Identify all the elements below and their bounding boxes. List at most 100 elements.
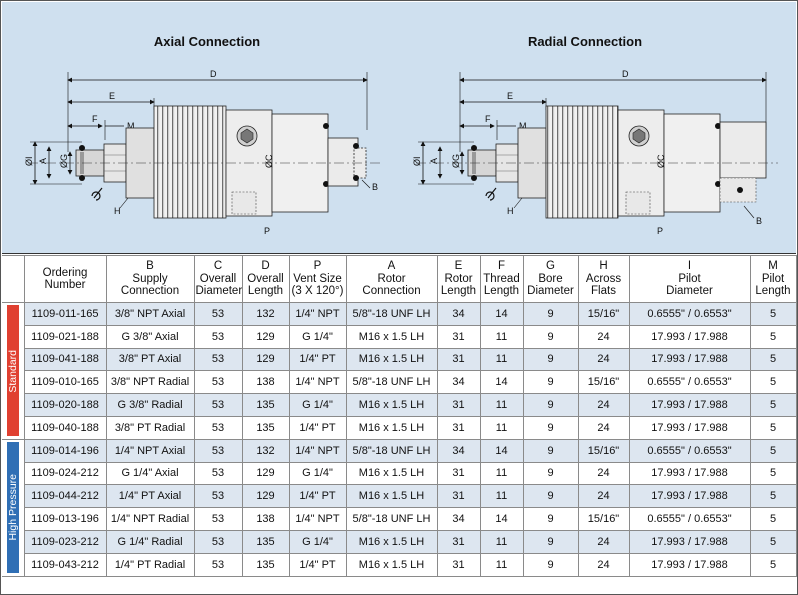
cell-supply-connection: 1/4" NPT Radial <box>105 507 195 531</box>
cell-across-flats: 24 <box>577 484 630 509</box>
cell-pilot-diameter: 0.6555" / 0.6553" <box>628 507 751 531</box>
cell-rotor-connection: M16 x 1.5 LH <box>345 552 438 577</box>
cell-ordering-number: 1109-013-196 <box>23 507 107 531</box>
cell-vent-size: G 1/4" <box>288 461 347 486</box>
cell-ordering-number: 1109-024-212 <box>23 461 107 486</box>
group-tab: Standard <box>6 305 19 437</box>
cell-thread-length: 11 <box>479 484 524 509</box>
cell-pilot-diameter: 17.993 / 17.988 <box>628 347 751 372</box>
cell-rotor-connection: 5/8"-18 UNF LH <box>345 507 438 531</box>
cell-pilot-length: 5 <box>749 415 797 440</box>
radial-dim-i-label: ØI <box>412 156 422 166</box>
cell-overall-length: 132 <box>241 438 290 463</box>
cell-overall-diameter: 53 <box>193 484 243 509</box>
cell-rotor-connection: M16 x 1.5 LH <box>345 461 438 486</box>
cell-rotor-length: 31 <box>436 552 481 577</box>
cell-overall-length: 135 <box>241 415 290 440</box>
cell-vent-size: 1/4" NPT <box>288 370 347 395</box>
cell-overall-diameter: 53 <box>193 324 243 349</box>
column-header-pilot-diameter: I Pilot Diameter <box>628 255 751 303</box>
radial-dim-a-label: A <box>429 158 439 164</box>
cell-supply-connection: G 3/8" Axial <box>105 324 195 349</box>
group-tab: High Pressure <box>6 442 19 574</box>
cell-rotor-length: 31 <box>436 461 481 486</box>
cell-thread-length: 11 <box>479 552 524 577</box>
cell-vent-size: G 1/4" <box>288 529 347 554</box>
cell-thread-length: 14 <box>479 507 524 531</box>
cell-ordering-number: 1109-021-188 <box>23 324 107 349</box>
cell-ordering-number: 1109-044-212 <box>23 484 107 509</box>
cell-pilot-diameter: 0.6555" / 0.6553" <box>628 438 751 463</box>
radial-dim-b-label: B <box>756 216 762 226</box>
column-header-thread-length: F Thread Length <box>479 255 524 303</box>
cell-across-flats: 15/16" <box>577 507 630 531</box>
cell-rotor-length: 31 <box>436 347 481 372</box>
cell-overall-length: 132 <box>241 302 290 326</box>
cell-supply-connection: G 3/8" Radial <box>105 393 195 417</box>
column-header-rotor-connection: A Rotor Connection <box>345 255 438 303</box>
cell-bore-diameter: 9 <box>522 552 579 577</box>
cell-pilot-length: 5 <box>749 552 797 577</box>
technical-drawing: Axial Connection Radial Connection D E F… <box>24 34 778 236</box>
cell-supply-connection: 1/4" NPT Axial <box>105 438 195 463</box>
cell-across-flats: 24 <box>577 552 630 577</box>
cell-rotor-connection: M16 x 1.5 LH <box>345 529 438 554</box>
radial-dim-f-label: F <box>485 114 491 124</box>
cell-pilot-length: 5 <box>749 461 797 486</box>
cell-vent-size: 1/4" PT <box>288 415 347 440</box>
cell-overall-diameter: 53 <box>193 461 243 486</box>
axial-dim-c-label: ØC <box>264 154 274 168</box>
cell-ordering-number: 1109-020-188 <box>23 393 107 417</box>
cell-rotor-length: 34 <box>436 507 481 531</box>
cell-thread-length: 11 <box>479 461 524 486</box>
cell-vent-size: 1/4" NPT <box>288 302 347 326</box>
cell-vent-size: 1/4" PT <box>288 347 347 372</box>
cell-rotor-length: 34 <box>436 438 481 463</box>
cell-bore-diameter: 9 <box>522 484 579 509</box>
cell-rotor-connection: 5/8"-18 UNF LH <box>345 438 438 463</box>
cell-overall-diameter: 53 <box>193 415 243 440</box>
cell-pilot-diameter: 17.993 / 17.988 <box>628 484 751 509</box>
cell-across-flats: 24 <box>577 393 630 417</box>
cell-overall-length: 138 <box>241 507 290 531</box>
cell-overall-length: 129 <box>241 484 290 509</box>
cell-rotor-connection: M16 x 1.5 LH <box>345 393 438 417</box>
cell-rotor-connection: M16 x 1.5 LH <box>345 347 438 372</box>
wrench-icon <box>485 187 497 201</box>
cell-overall-diameter: 53 <box>193 529 243 554</box>
cell-bore-diameter: 9 <box>522 302 579 326</box>
cell-rotor-connection: M16 x 1.5 LH <box>345 324 438 349</box>
group-header-cell <box>2 255 25 303</box>
cell-overall-length: 129 <box>241 324 290 349</box>
radial-dim-g-label: ØG <box>451 154 461 168</box>
cell-overall-length: 135 <box>241 393 290 417</box>
cell-rotor-length: 31 <box>436 324 481 349</box>
axial-dim-i-label: ØI <box>24 156 34 166</box>
cell-thread-length: 11 <box>479 393 524 417</box>
cell-pilot-length: 5 <box>749 484 797 509</box>
cell-bore-diameter: 9 <box>522 438 579 463</box>
cell-rotor-connection: 5/8"-18 UNF LH <box>345 302 438 326</box>
axial-dim-f-label: F <box>92 114 98 124</box>
cell-thread-length: 14 <box>479 302 524 326</box>
cell-supply-connection: 1/4" PT Axial <box>105 484 195 509</box>
cell-across-flats: 24 <box>577 461 630 486</box>
cell-pilot-length: 5 <box>749 347 797 372</box>
cell-bore-diameter: 9 <box>522 393 579 417</box>
cell-bore-diameter: 9 <box>522 529 579 554</box>
cell-ordering-number: 1109-043-212 <box>23 552 107 577</box>
cell-bore-diameter: 9 <box>522 461 579 486</box>
cell-bore-diameter: 9 <box>522 347 579 372</box>
cell-supply-connection: 3/8" PT Radial <box>105 415 195 440</box>
radial-dim-p-label: P <box>657 226 663 236</box>
cell-bore-diameter: 9 <box>522 415 579 440</box>
cell-overall-length: 135 <box>241 529 290 554</box>
